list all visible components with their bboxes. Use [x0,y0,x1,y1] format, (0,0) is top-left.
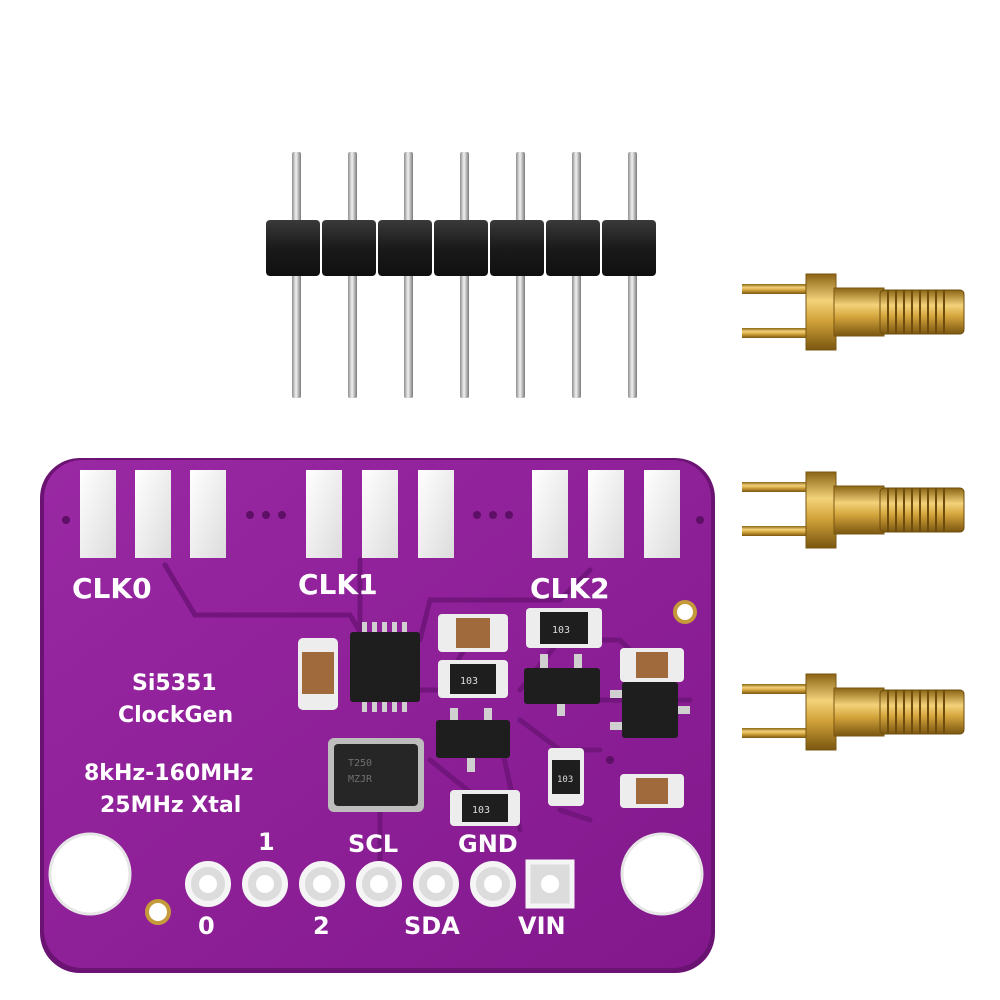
pin-label-gnd: GND [458,830,518,858]
capacitor-c3 [620,774,684,808]
capacitor-c1 [438,614,508,652]
label-clk2: CLK2 [530,572,610,605]
transistor-q1 [524,654,600,716]
clk1-pads [306,470,454,558]
sma-connector-3 [742,673,965,751]
vias [62,511,704,764]
resistor-mark-c: 103 [557,775,573,785]
capacitor-c2 [620,648,684,682]
title-line-2: ClockGen [118,703,233,728]
small-hole-top-right [673,600,697,624]
transistor-q3 [610,682,690,738]
mounting-hole-right [620,832,704,916]
sma-connector-1 [742,273,965,351]
crystal-mark-1: T250 [348,758,372,769]
crystal-mark-2: MZJR [348,774,373,785]
capacitor-left [298,638,338,710]
mounting-hole-left [48,832,132,916]
small-hole-bottom-left [145,899,171,925]
label-clk0: CLK0 [72,572,152,605]
spec-line-2: 25MHz Xtal [100,793,241,818]
spec-line-1: 8kHz-160MHz [84,761,253,786]
pin-label-2: 2 [313,912,330,940]
pin-label-1: 1 [258,828,275,856]
resistor-r1: 103 [438,660,508,698]
si5351-chip [350,622,420,712]
resistor-r2: 103 [526,608,602,648]
resistor-mark-a: 103 [460,676,478,687]
clk2-pads [532,470,680,558]
pin-label-scl: SCL [348,830,398,858]
resistor-mark-d: 103 [472,805,490,816]
pin-label-vin: VIN [518,912,566,940]
header-pads [185,859,575,909]
title-line-1: Si5351 [132,671,217,696]
pin-label-sda: SDA [404,912,460,940]
crystal-25mhz: T250 MZJR [328,738,424,812]
resistor-mark-b: 103 [552,625,570,636]
transistor-q2 [436,708,510,772]
sma-connector-2 [742,471,965,549]
header-plastic-body [266,220,656,276]
label-clk1: CLK1 [298,568,378,601]
pcb-board: T250 MZJR 103 103 [40,458,715,973]
resistor-r4: 103 [450,790,520,826]
pin-label-0: 0 [198,912,215,940]
resistor-r3: 103 [548,748,584,806]
pin-header [266,152,656,398]
clk0-pads [80,470,226,558]
